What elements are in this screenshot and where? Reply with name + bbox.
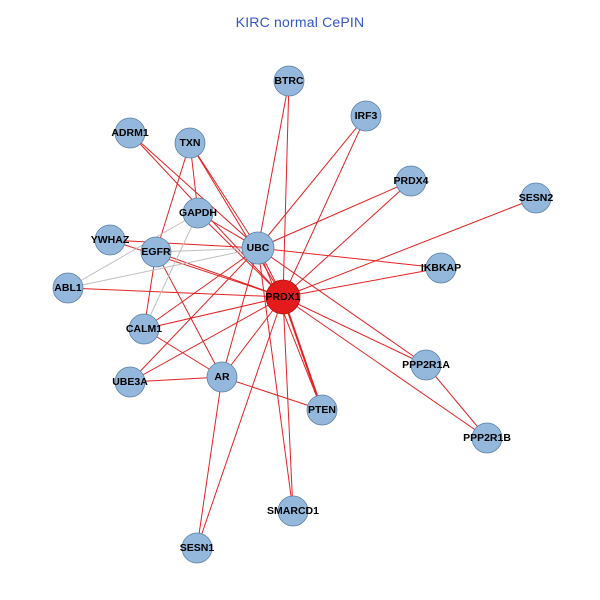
edge-PPP2R1A-PPP2R1B <box>425 364 488 439</box>
edge-PRDX1-GAPDH <box>197 212 284 298</box>
node-PTEN <box>306 394 338 426</box>
node-IKBKAP <box>425 252 457 284</box>
edge-PRDX1-ABL1 <box>67 287 284 298</box>
node-SESN2 <box>520 182 552 214</box>
edge-AR-SESN1 <box>196 376 223 549</box>
edge-PRDX1-BTRC <box>282 80 290 298</box>
edge-UBC-PTEN <box>257 247 323 411</box>
edge-AR-PTEN <box>221 376 323 411</box>
edge-ABL1-UBC <box>67 247 259 289</box>
edge-UBC-IKBKAP <box>257 247 442 269</box>
edge-UBC-ADRM1 <box>129 132 259 249</box>
node-BTRC <box>273 65 305 97</box>
node-SESN1 <box>181 532 213 564</box>
node-ADRM1 <box>114 117 146 149</box>
edge-PRDX1-SESN1 <box>196 296 284 549</box>
edge-EGFR-UBC <box>155 247 259 253</box>
node-AR <box>206 361 238 393</box>
edge-UBC-TXN <box>189 142 259 249</box>
node-PPP2R1B <box>471 422 503 454</box>
node-SMARCD1 <box>277 495 309 527</box>
node-IRF3 <box>350 100 382 132</box>
edge-PRDX1-YWHAZ <box>109 239 284 298</box>
edge-PRDX1-SESN2 <box>282 197 537 298</box>
edge-UBC-IRF3 <box>257 115 367 249</box>
node-GAPDH <box>182 197 214 229</box>
edge-PRDX1-IRF3 <box>282 115 367 298</box>
edge-PRDX1-IKBKAP <box>282 267 442 298</box>
edge-CALM1-GAPDH <box>143 212 199 330</box>
edge-UBC-PPP2R1A <box>257 247 427 366</box>
node-CALM1 <box>128 313 160 345</box>
edge-PRDX1-UBE3A <box>129 296 284 383</box>
edge-UBC-PRDX4 <box>257 180 412 249</box>
edge-PRDX1-PTEN <box>282 296 323 411</box>
node-UBC <box>241 231 275 265</box>
node-EGFR <box>140 236 172 268</box>
edge-PRDX1-PPP2R1A <box>282 296 427 366</box>
edge-TXN-EGFR <box>155 142 191 253</box>
edge-UBC-BTRC <box>257 80 290 249</box>
edge-UBC-SMARCD1 <box>257 247 294 512</box>
plot-title: KIRC normal CePIN <box>235 14 365 30</box>
edge-PRDX1-SMARCD1 <box>282 296 294 512</box>
node-UBE3A <box>114 366 146 398</box>
edge-UBC-AR <box>221 247 259 378</box>
node-PRDX1 <box>265 279 301 315</box>
edge-ABL1-GAPDH <box>67 212 199 289</box>
edge-PRDX1-CALM1 <box>143 296 284 330</box>
edge-PRDX1-PPP2R1B <box>282 296 488 439</box>
node-TXN <box>174 127 206 159</box>
node-ABL1 <box>52 272 84 304</box>
edge-PRDX1-PRDX4 <box>282 180 412 298</box>
edge-AR-EGFR <box>155 251 223 378</box>
node-PRDX4 <box>395 165 427 197</box>
edge-UBC-UBE3A <box>129 247 259 383</box>
edge-UBC-CALM1 <box>143 247 259 330</box>
node-YWHAZ <box>94 224 126 256</box>
node-PPP2R1A <box>410 349 442 381</box>
